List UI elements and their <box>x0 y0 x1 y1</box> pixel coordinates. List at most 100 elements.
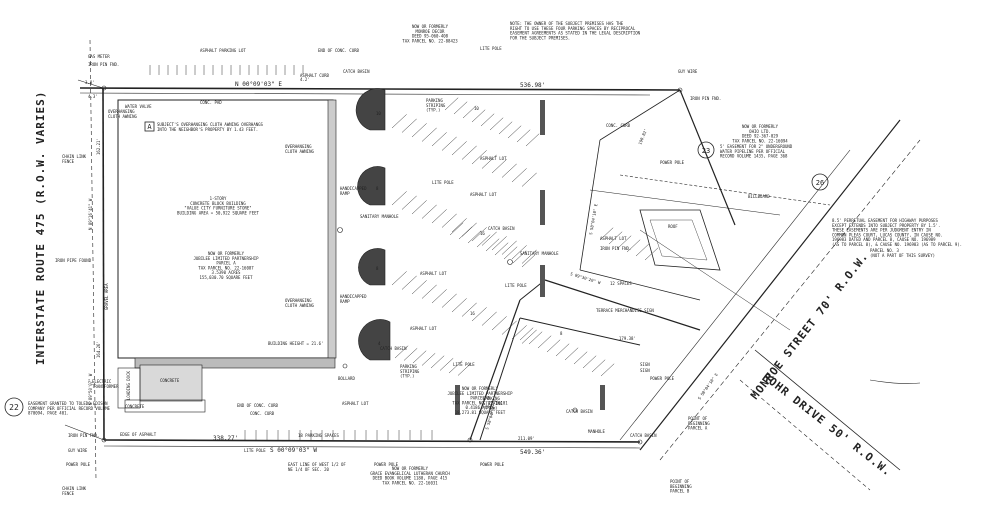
power-pole-bottom-3: POWER POLE <box>480 462 505 467</box>
dist-164: 164.26' <box>96 341 101 358</box>
bearing-s89: S 89°30'20" W <box>570 271 602 285</box>
svg-text:22: 22 <box>9 403 19 412</box>
callout-26: 26 <box>811 173 829 191</box>
water-valve-label: WATER VALVE <box>125 104 152 109</box>
parking-note: NOTE: THE OWNER OF THE SUBJECT PREMISES … <box>510 21 641 40</box>
catch-basin-2: CATCH BASIN <box>380 346 407 351</box>
parking-islands <box>355 88 391 361</box>
sanitary-manhole-1: SANITARY MANHOLE <box>360 214 399 219</box>
loading-dock-label: LOADING DOCK <box>126 371 131 400</box>
guy-wire-top: GUY WIRE <box>678 69 698 74</box>
sanitary-manhole-2: SANITARY MANHOLE <box>520 251 559 256</box>
easement-26-note: 8.5' PERPETUAL EASEMENT FOR HIGHWAY PURP… <box>832 218 962 247</box>
north-bearing: N 00°09'03" E <box>235 81 282 88</box>
callout-22: 22 <box>4 397 24 417</box>
billboard-label: BILLBOARD <box>748 194 770 199</box>
callout-a: A <box>144 121 155 132</box>
guy-wire-bottom: GUY WIRE <box>68 448 88 453</box>
catch-basin-4: CATCH BASIN <box>630 433 657 438</box>
bollard-label: BOLLARD <box>338 376 355 381</box>
parking-stripes <box>149 64 659 441</box>
dist-42: 4.2' <box>300 77 310 82</box>
parcel-3-label: PARCEL NO. 3(NOT A PART OF THIS SURVEY) <box>870 248 935 258</box>
stall-count: 16 <box>470 311 475 316</box>
end-curb-bottom: END OF CONC. CURB <box>237 403 279 408</box>
terrace-sign-label: TERRACE MERCHANDISE SIGN <box>596 308 654 313</box>
stall-count: 10 <box>474 106 479 111</box>
asphalt-lot-1: ASPHALT LOT <box>480 156 507 161</box>
survey-markers <box>101 85 683 445</box>
manhole-label: MANHOLE <box>588 429 605 434</box>
west-bearing-upper: N 89°16'41" W <box>88 198 93 230</box>
lite-pole-top: LITE POLE <box>480 46 502 51</box>
dist-190: 190.82' <box>637 128 648 146</box>
sign-label-1: SIGN <box>640 362 650 367</box>
stall-count: 10 <box>376 111 381 116</box>
roof-label: ROOF <box>668 224 678 229</box>
conc-curb-bottom: CONC. CURB <box>250 411 275 416</box>
lite-pole-1: LITE POLE <box>432 180 454 185</box>
callout-23: 23 <box>697 141 715 159</box>
concrete-label: CONCRETE <box>160 378 180 383</box>
bearing-s58-a: S 58°04'10" E <box>588 203 598 235</box>
catch-basin-1: CATCH BASIN <box>488 226 515 231</box>
building-footprint <box>117 99 337 413</box>
asphalt-lot-bottom: ASPHALT LOT <box>342 401 369 406</box>
asphalt-curb-label: ASPHALT CURB <box>300 73 329 78</box>
edge-asphalt-label: EDGE OF ASPHALT <box>120 432 157 437</box>
bearing-s58-c: S 58°04'10" E <box>697 372 719 401</box>
catch-basin-top: CATCH BASIN <box>343 69 370 74</box>
asphalt-lot-2: ASPHALT LOT <box>470 192 497 197</box>
power-pole-bottom-1: POWER POLE <box>66 462 91 467</box>
dist-179: 179.38' <box>619 336 636 341</box>
catch-basin-3: CATCH BASIN <box>566 409 593 414</box>
parking-spaces-label: 18 PARKING SPACES <box>298 433 340 438</box>
lite-pole-3: LITE POLE <box>453 362 475 367</box>
iron-pin-top: IRON PIN FND. <box>88 62 119 67</box>
building-height-label: BUILDING HEIGHT = 21.6' <box>268 341 323 346</box>
conc-curb-ne: CONC. CURB <box>606 123 631 128</box>
svg-text:26: 26 <box>816 179 824 187</box>
dist-38: 3.8' <box>85 80 95 85</box>
dist-211: 211.09' <box>518 436 535 441</box>
power-pole-ne: POWER POLE <box>660 160 685 165</box>
end-curb-label: END OF CONC. CURB <box>318 48 360 53</box>
asphalt-lot-5: ASPHALT LOT <box>600 236 627 241</box>
asphalt-parking-label: ASPHALT PARKING LOT <box>200 48 246 53</box>
dist-162: 162.21' <box>96 138 101 155</box>
conc-pad-label: CONC. PAD <box>200 100 222 105</box>
stall-count: 8 <box>560 331 563 336</box>
asphalt-lot-4: ASPHALT LOT <box>410 326 437 331</box>
interstate-label: INTERSTATE ROUTE 475 (R.O.W. VARIES) <box>34 91 47 365</box>
stall-count: 8 <box>376 266 379 271</box>
iron-pin-ne: IRON PIN FND. <box>690 96 721 101</box>
parking-dividers <box>455 100 605 415</box>
dist-top: 536.98' <box>520 82 545 89</box>
asphalt-lot-3: ASPHALT LOT <box>420 271 447 276</box>
power-pole-bottom-2: POWER POLE <box>374 462 399 467</box>
stall-count: 8 <box>376 186 379 191</box>
svg-text:A: A <box>147 123 152 131</box>
concrete-label-2: CONCRETE <box>125 404 145 409</box>
lite-pole-bottom: LITE POLE <box>244 448 266 453</box>
stall-count: 4 <box>378 341 381 346</box>
dist-bottom: 549.36' <box>520 449 545 456</box>
rohr-drive-label: ROHR DRIVE 50' R.O.W. <box>760 370 894 479</box>
overhang-note: SUBJECT'S OVERHANGING CLOTH AWNING OVERH… <box>157 122 264 132</box>
sign-label-2: SIGN <box>640 368 650 373</box>
